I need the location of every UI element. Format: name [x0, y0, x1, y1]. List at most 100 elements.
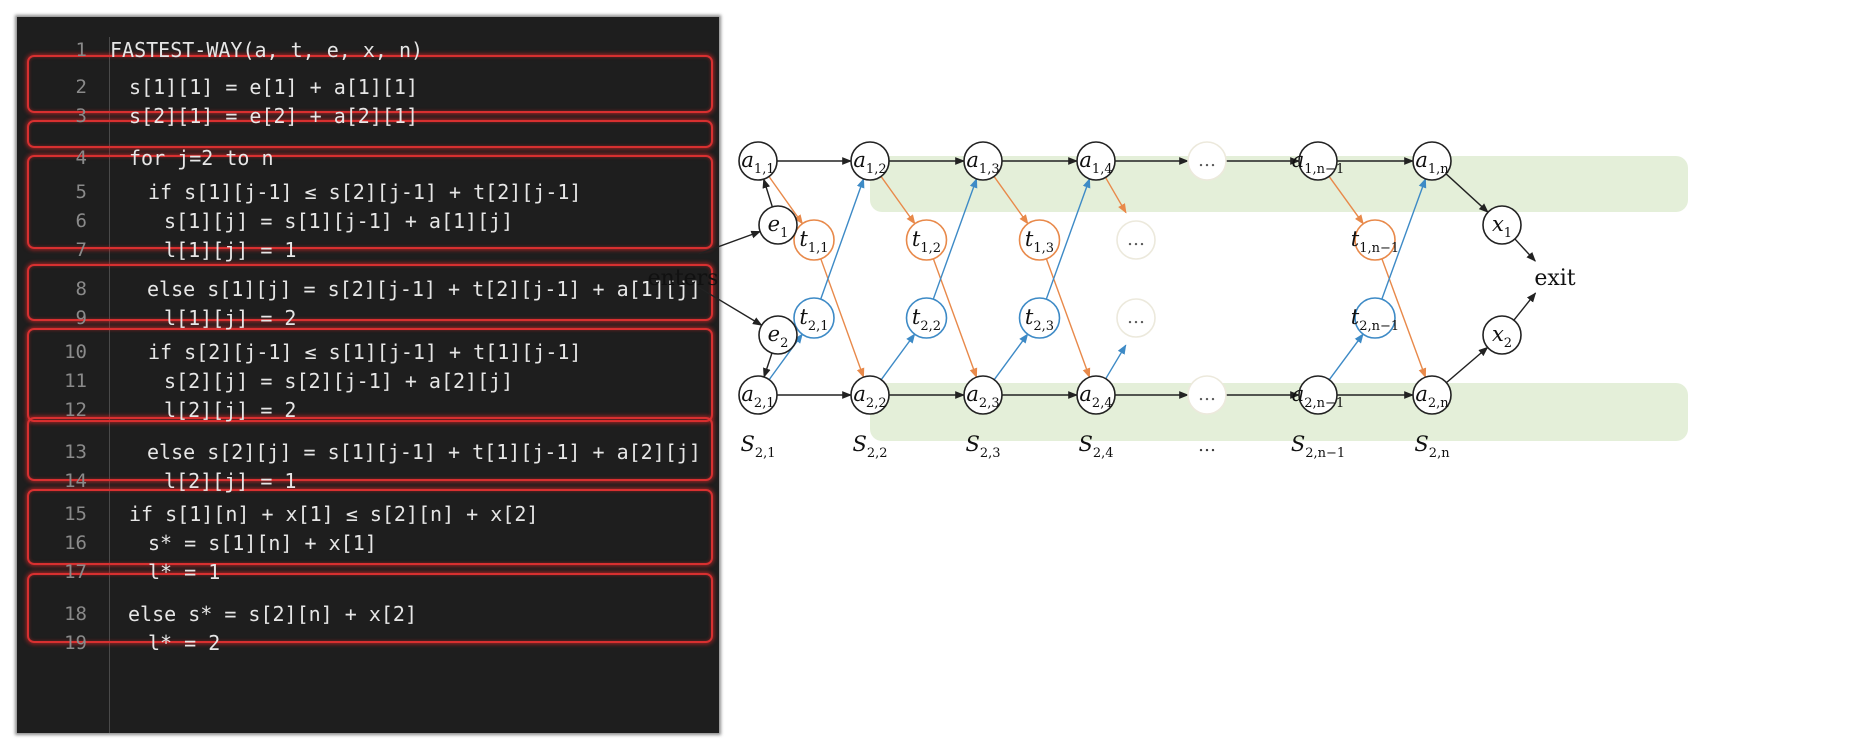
transfer-node-label-base: t — [912, 227, 921, 251]
station-node-label-base: a — [966, 148, 979, 172]
station-node-circle — [738, 375, 778, 415]
transfer-node: t2,n−1 — [1351, 297, 1399, 339]
code-text: s[2][1] = e[2] + a[2][1] — [129, 104, 418, 128]
transfer-node-label: t2,2 — [912, 305, 941, 334]
code-text: l* = 2 — [148, 631, 221, 655]
transfer-node-label: t2,3 — [1025, 305, 1054, 334]
entry-node-label-base: e — [768, 322, 780, 346]
cost-label-subscript: 2,2 — [867, 446, 888, 461]
transfer-node-circle — [905, 219, 948, 261]
transfer-node-label-base: t — [1025, 305, 1034, 329]
station-node-label: a2,n−1 — [1292, 382, 1344, 411]
transfer-node-circle — [1354, 297, 1396, 339]
station-node-label-base: a — [1415, 148, 1428, 172]
nodes: a1,1a2,1t1,1t2,1a1,2a2,2t1,2t2,2a1,3a2,3… — [738, 141, 1522, 415]
station-node-label: a2,3 — [966, 382, 999, 411]
code-block-highlight — [27, 417, 713, 481]
station-node-circle — [738, 141, 778, 181]
entry-arrow-1 — [762, 178, 774, 208]
station-node-circle — [1298, 375, 1338, 415]
line-number: 6 — [75, 210, 87, 232]
line-number: 18 — [64, 603, 87, 625]
transfer-node-label: t1,n−1 — [1351, 227, 1399, 256]
station-node-label: a2,n — [1415, 382, 1449, 411]
code-line: 10 if s[2][j-1] ≤ s[1][j-1] + t[1][j-1] — [17, 337, 719, 367]
transfer-node-label-base: t — [799, 227, 808, 251]
code-text: FASTEST-WAY(a, t, e, x, n) — [110, 38, 424, 62]
code-block-highlight — [27, 120, 713, 148]
station-node-label: a1,n — [1415, 148, 1449, 177]
station-node-label: a1,4 — [1079, 148, 1112, 177]
transfer-node-label-subscript: 1,2 — [920, 241, 941, 256]
entry-node-label: e2 — [768, 322, 789, 351]
line-number: 4 — [75, 147, 87, 169]
entry-node-label: e1 — [768, 212, 789, 241]
transfer-node-label: t2,1 — [799, 305, 828, 334]
transfer-node-label-subscript: 2,2 — [920, 319, 941, 334]
transfer-node-label-subscript: 1,3 — [1033, 241, 1054, 256]
station-node-circle — [850, 141, 890, 181]
station-node-circle — [963, 375, 1003, 415]
code-text: if s[2][j-1] ≤ s[1][j-1] + t[1][j-1] — [148, 340, 582, 364]
station-node-label-subscript: 1,2 — [866, 162, 887, 177]
entry-node-label-base: e — [768, 212, 780, 236]
code-text: s[1][1] = e[1] + a[1][1] — [129, 75, 418, 99]
entry-node-circle — [758, 315, 798, 355]
ellipsis-node-circle — [1187, 375, 1227, 415]
station-node-label-base: a — [1079, 382, 1092, 406]
ellipsis-node-text: … — [1127, 229, 1145, 250]
code-text: for j=2 to n — [129, 146, 274, 170]
transfer-2-partial — [1105, 344, 1127, 380]
ellipsis-node: … — [1116, 220, 1156, 260]
station-node-label: a1,2 — [853, 148, 886, 177]
transfer-node-circle — [1018, 297, 1061, 339]
line-number: 10 — [64, 341, 87, 363]
exit-node-label-subscript: 1 — [1504, 226, 1512, 241]
code-text: l[2][j] = 2 — [164, 398, 297, 422]
station-node-label-base: a — [1415, 382, 1428, 406]
line-number: 9 — [75, 307, 87, 329]
transfer-2-out — [820, 177, 865, 300]
line-number: 16 — [64, 532, 87, 554]
exit-node-label-base: x — [1492, 212, 1504, 236]
cost-label-base: S — [740, 432, 754, 456]
exit-node: x2 — [1482, 315, 1522, 355]
line-number: 7 — [75, 239, 87, 261]
station-node-label: a1,n−1 — [1292, 148, 1344, 177]
cost-label-subscript: 2,1 — [755, 446, 776, 461]
transfer-node-label-subscript: 2,3 — [1033, 319, 1054, 334]
station-node: a1,2 — [850, 141, 890, 181]
ellipsis-node: … — [1187, 141, 1227, 181]
line-number: 14 — [64, 470, 87, 492]
transfer-node-label-base: t — [1351, 227, 1360, 251]
transfer-node-label-base: t — [799, 305, 808, 329]
transfer-node-label-base: t — [1025, 227, 1034, 251]
line-number: 2 — [75, 76, 87, 98]
transfer-node: t2,2 — [905, 297, 948, 339]
station-node-label: a2,2 — [853, 382, 886, 411]
transfer-2-out — [1045, 177, 1091, 300]
exit-node-label: x2 — [1492, 322, 1512, 351]
cost-label-subscript: 2,3 — [980, 446, 1001, 461]
station-node-label: a1,3 — [966, 148, 999, 177]
station-node: a1,3 — [963, 141, 1003, 181]
station-node-label-base: a — [966, 382, 979, 406]
transfer-node: t1,1 — [793, 219, 835, 261]
cost-label-base: S — [1078, 432, 1092, 456]
line-number: 13 — [64, 441, 87, 463]
station-node-label: a2,1 — [741, 382, 774, 411]
station-node-label-base: a — [1079, 148, 1092, 172]
transfer-node: t1,n−1 — [1351, 219, 1399, 261]
entry-node: e1 — [758, 205, 798, 245]
station-node-circle — [963, 141, 1003, 181]
transfer-1-in — [1328, 175, 1364, 225]
station-node-label: a1,1 — [741, 148, 774, 177]
transfer-node-label-subscript: 1,n−1 — [1359, 241, 1399, 256]
code-text: if s[1][j-1] ≤ s[2][j-1] + t[2][j-1] — [148, 180, 582, 204]
